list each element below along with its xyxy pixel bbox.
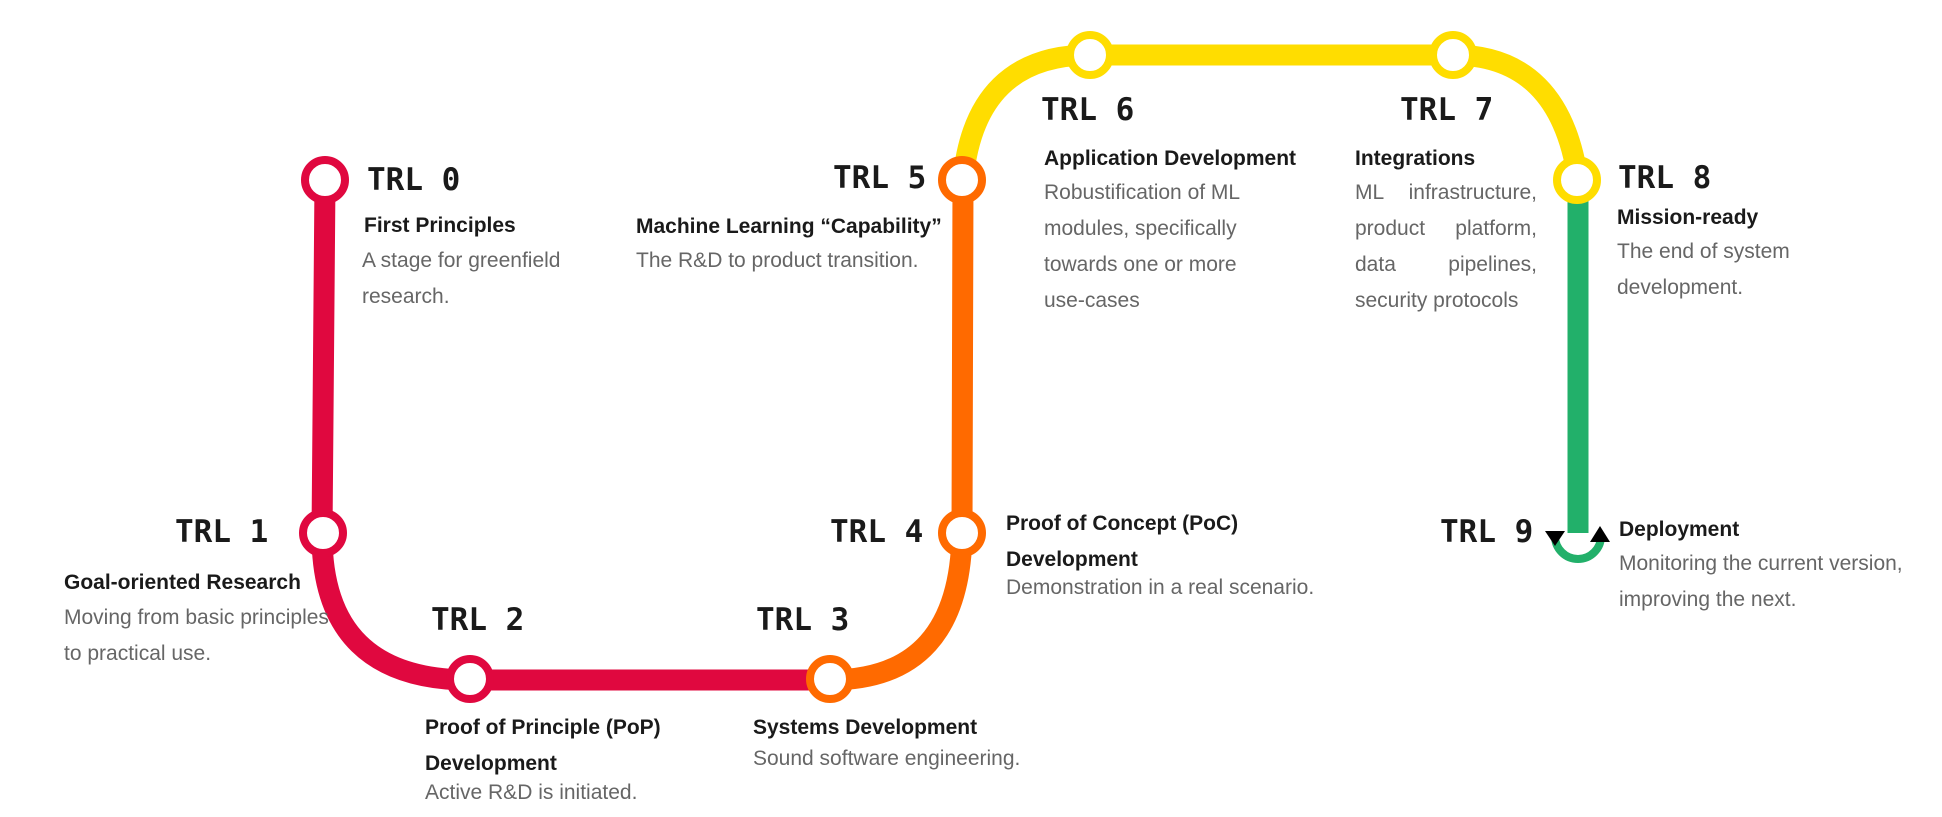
station-trl-3 [806,655,854,703]
trl-2-title: Proof of Principle (PoP) Development [425,716,661,775]
trl-5-title: Machine Learning “Capability” [636,215,942,238]
trl-1-description: Moving from basic principles to practica… [64,606,329,665]
trl-0-description: A stage for greenfield research. [362,249,561,308]
trl-7-description: ML infrastructure, product platform, dat… [1355,181,1537,312]
trl-8-level: TRL 8 [1618,160,1712,196]
track-segment-trl5-trl8 [952,44,1589,182]
trl-1-level: TRL 1 [175,514,269,550]
deployment-loop-ring [1551,535,1605,563]
trl-4-level: TRL 4 [830,514,924,550]
station-trl-4 [938,509,986,557]
trl-4-title: Proof of Concept (PoC) Development [1006,512,1239,571]
station-trl-7 [1429,31,1477,79]
trl-6-title: Application Development [1044,147,1297,170]
trl-9-description: Monitoring the current version, improvin… [1619,552,1903,611]
station-trl-6 [1066,31,1114,79]
trl-3-title: Systems Development [753,716,978,739]
trl-2-description: Active R&D is initiated. [425,781,638,804]
station-trl-5 [938,156,986,204]
cycle-arrow-up-icon [1590,526,1610,542]
trl-8-description: The end of system development. [1617,240,1790,299]
trl-4-description: Demonstration in a real scenario. [1006,576,1315,599]
trl-0-level: TRL 0 [367,162,461,198]
trl-7-level: TRL 7 [1400,92,1494,128]
station-trl-1 [299,509,347,557]
station-trl-2 [446,655,494,703]
trl-5-level: TRL 5 [833,160,927,196]
trl-2-level: TRL 2 [431,602,525,638]
trl-5-description: The R&D to product transition. [636,249,919,272]
station-trl-8 [1553,156,1601,204]
trl-0-title: First Principles [364,214,516,237]
track-segment-trl0-trl2 [311,179,830,691]
trl-3-level: TRL 3 [756,602,850,638]
trl-1-title: Goal-oriented Research [64,571,301,594]
trl-9-title: Deployment [1619,518,1740,541]
trl-8-title: Mission-ready [1617,206,1759,229]
trl-3-description: Sound software engineering. [753,747,1021,770]
trl-7-title: Integrations [1355,147,1476,170]
trl-9-level: TRL 9 [1440,514,1534,550]
trl-6-description: Robustification of ML modules, specifica… [1044,181,1240,312]
station-trl-0 [301,156,349,204]
cycle-arrow-down-icon [1545,531,1565,546]
trl-6-level: TRL 6 [1041,92,1135,128]
